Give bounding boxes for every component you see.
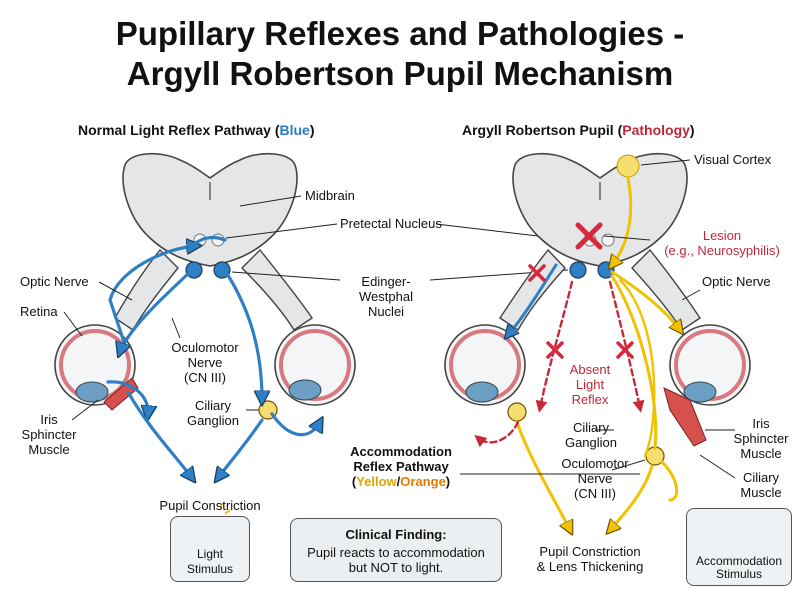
blue-path-constrict-left — [126, 390, 192, 478]
left-pupil-constriction-label: Pupil Constriction — [159, 498, 261, 513]
blue-path-constrict-right — [218, 418, 264, 478]
accommodation-stimulus-label: Accommodation Stimulus — [695, 554, 783, 581]
accommodation-stimulus-box: Accommodation Stimulus — [686, 508, 792, 586]
left-midbrain — [122, 152, 298, 267]
clinical-finding-box: Clinical Finding: Pupil reacts to accomm… — [290, 518, 502, 582]
left-eye-left — [54, 324, 136, 406]
left-optic-nerve-label: Optic Nerve — [20, 274, 89, 289]
visual-cortex-node — [616, 154, 640, 178]
right-oculomotor-label: Oculomotor Nerve (CN III) — [561, 456, 629, 501]
accommodation-color-close: ) — [445, 474, 451, 489]
right-iris-sphincter-muscle — [663, 387, 707, 447]
gold-path-cortex-to-ew — [612, 176, 633, 265]
clinical-finding-text: Pupil reacts to accommodation but NOT to… — [307, 545, 485, 575]
left-oculomotor-label: Oculomotor Nerve (CN III) — [171, 340, 239, 385]
right-anatomy — [444, 152, 751, 466]
pupil-constriction-lens-label: Pupil Constriction & Lens Thickening — [536, 544, 644, 574]
lesion-label: Lesion (e.g., Neurosyphilis) — [664, 228, 780, 258]
left-heading-post: ) — [309, 122, 315, 138]
blue-path-iris-left — [106, 380, 148, 415]
left-eye-right-lens — [288, 379, 322, 401]
red-dashed-path-eye — [474, 420, 520, 448]
left-eye-left-lens — [75, 381, 109, 403]
blue-path-efferent-left — [120, 270, 192, 352]
right-optic-stalk-right — [631, 248, 701, 331]
left-heading-blue: Blue — [279, 122, 310, 138]
left-optic-stalk-left — [114, 248, 179, 332]
right-edinger-westphal-a — [569, 261, 587, 279]
blue-path-afferent — [108, 246, 196, 347]
right-pretectal-nucleus-b — [601, 233, 615, 247]
left-heading-pre: Normal Light Reflex Pathway ( — [78, 122, 280, 138]
blue-path-efferent-right — [224, 270, 262, 400]
blue-path-ganglion-to-eye — [270, 412, 320, 437]
right-heading-post: ) — [689, 122, 695, 138]
right-ciliary-ganglion-left — [507, 402, 527, 422]
right-eye-left-lens — [465, 381, 499, 403]
right-midbrain — [512, 152, 688, 267]
right-iris-sphincter-label: Iris Sphincter Muscle — [733, 416, 789, 461]
absent-light-reflex-label: Absent Light Reflex — [569, 362, 611, 407]
lesion-x-icon — [575, 222, 603, 250]
accommodation-color-orange: Orange — [400, 474, 446, 489]
pretectal-nucleus-label: Pretectal Nucleus — [340, 216, 442, 231]
edinger-westphal-label: Edinger-Westphal Nuclei — [359, 274, 413, 319]
page-title: Pupillary Reflexes and Pathologies - Arg… — [0, 14, 800, 94]
right-eye-left — [444, 324, 526, 406]
red-dashed-path-right — [608, 280, 645, 413]
gold-path-ew-to-ganglion — [610, 274, 658, 450]
right-accommodation-pathway — [515, 176, 680, 530]
blue-path-right-optic — [508, 263, 558, 335]
gold-path-ew-to-right-eye — [610, 270, 680, 330]
right-eye-right-lens — [683, 381, 717, 403]
accommodation-heading-line-1: Accommodation — [350, 444, 452, 459]
title-line-1: Pupillary Reflexes and Pathologies - — [115, 15, 685, 52]
right-heading-pre: Argyll Robertson Pupil ( — [462, 122, 623, 138]
right-blue-remnant — [508, 263, 558, 335]
accommodation-heading-line-2: Reflex Pathway — [353, 459, 449, 474]
accommodation-color-slash: / — [396, 474, 401, 489]
accommodation-pathway-heading: Accommodation Reflex Pathway (Yellow/Ora… — [336, 444, 466, 489]
left-anatomy — [54, 152, 356, 420]
ciliary-muscle-label: Ciliary Muscle — [740, 470, 782, 500]
accommodation-color-yellow: Yellow — [356, 474, 397, 489]
left-iris-sphincter-label: Iris Sphincter Muscle — [21, 412, 77, 457]
gold-path-ganglion-down — [610, 464, 654, 530]
right-ciliary-ganglion-label: Ciliary Ganglion — [564, 420, 618, 450]
block-x-icon-left — [528, 264, 634, 359]
light-stimulus-label: Light Stimulus — [186, 547, 233, 576]
right-panel-heading: Argyll Robertson Pupil (Pathology) — [462, 122, 695, 138]
left-optic-stalk-right — [241, 248, 313, 331]
right-optic-stalk-left — [499, 248, 566, 332]
accommodation-color-open: ( — [351, 474, 357, 489]
left-blue-pathway — [106, 235, 320, 478]
light-stimulus-box: Light Stimulus — [170, 516, 250, 582]
midbrain-label: Midbrain — [305, 188, 355, 203]
left-ciliary-ganglion-label: Ciliary Ganglion — [186, 398, 240, 428]
gold-path-left-ganglion-down — [515, 420, 570, 530]
right-optic-nerve-label: Optic Nerve — [702, 274, 771, 289]
visual-cortex-label: Visual Cortex — [694, 152, 772, 167]
clinical-finding-heading: Clinical Finding: — [345, 527, 447, 542]
left-panel-heading: Normal Light Reflex Pathway (Blue) — [78, 122, 315, 138]
right-heading-red: Pathology — [622, 122, 690, 138]
accommodation-color-key: (Yellow/Orange) — [336, 474, 466, 489]
left-retina-label: Retina — [20, 304, 58, 319]
title-line-2: Argyll Robertson Pupil Mechanism — [126, 55, 674, 92]
